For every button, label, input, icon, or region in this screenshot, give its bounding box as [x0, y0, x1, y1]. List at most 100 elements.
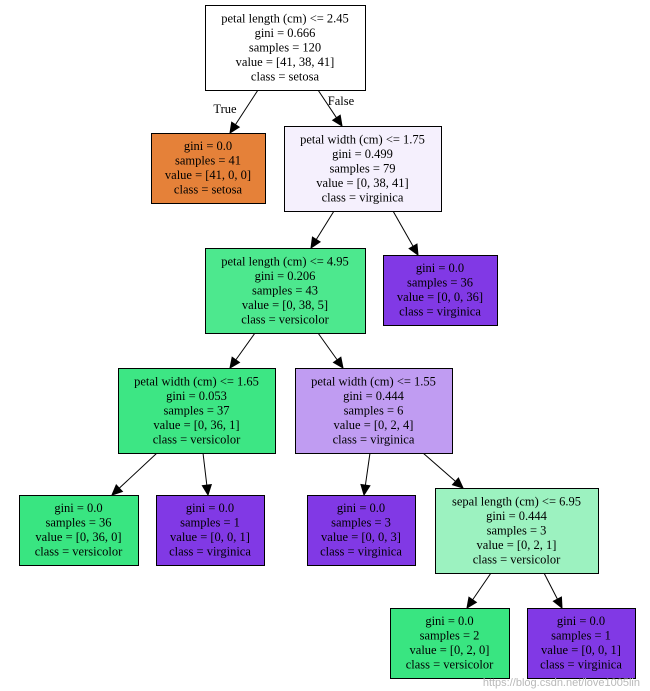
- node-text-line: petal length (cm) <= 4.95: [221, 254, 349, 268]
- edge-n0-n2: False: [317, 89, 355, 128]
- node-text-line: value = [0, 0, 1]: [541, 643, 621, 657]
- node-text-line: samples = 36: [407, 276, 473, 290]
- node-text-line: class = versicolor: [473, 552, 561, 566]
- node-text-line: samples = 3: [331, 516, 391, 530]
- arrowhead: [552, 596, 563, 610]
- node-box: [205, 5, 366, 91]
- node-box: [295, 368, 453, 454]
- edge-n0-n1: True: [213, 89, 259, 135]
- node-box: [390, 608, 510, 679]
- edge-label-true: True: [213, 102, 237, 116]
- node-text-line: value = [0, 0, 1]: [170, 530, 250, 544]
- node-text-line: gini = 0.0: [184, 139, 232, 153]
- arrowhead: [201, 483, 212, 497]
- node-text-line: gini = 0.0: [54, 501, 102, 515]
- node-text-line: value = [41, 38, 41]: [236, 55, 335, 69]
- node-text-line: class = virginica: [540, 658, 622, 672]
- arrowhead: [332, 356, 344, 369]
- node-text-line: samples = 120: [249, 40, 321, 54]
- edge-n3-n6: [317, 332, 344, 369]
- arrowhead: [451, 477, 464, 489]
- node-text-line: sepal length (cm) <= 6.95: [452, 494, 581, 508]
- node-text-line: value = [0, 2, 0]: [410, 643, 490, 657]
- node-text-line: class = setosa: [251, 69, 320, 83]
- edge-n2-n3: [310, 210, 335, 250]
- node-box: [118, 368, 276, 454]
- node-text-line: samples = 2: [420, 629, 480, 643]
- edge-line: [422, 452, 456, 482]
- edge-line: [202, 452, 208, 486]
- node-text-line: value = [0, 38, 41]: [316, 176, 408, 190]
- node-text-line: class = virginica: [322, 190, 404, 204]
- node-box: [307, 495, 416, 566]
- edge-line: [317, 332, 338, 361]
- node-text-line: class = virginica: [399, 305, 481, 319]
- node-text-line: samples = 3: [487, 523, 547, 537]
- node-text-line: class = virginica: [333, 432, 415, 446]
- node-text-line: samples = 79: [329, 161, 395, 175]
- node-text-line: class = versicolor: [406, 658, 494, 672]
- node-text-line: samples = 1: [551, 629, 611, 643]
- arrowhead: [229, 356, 241, 369]
- edge-n6-n10: [422, 452, 464, 489]
- edge-line: [317, 89, 337, 118]
- edge-n5-n8: [201, 452, 212, 497]
- arrowhead: [310, 236, 322, 250]
- node-text-line: samples = 43: [252, 283, 318, 297]
- node-box: [156, 495, 265, 566]
- node-text-line: petal width (cm) <= 1.75: [300, 132, 425, 146]
- arrowhead: [111, 483, 124, 496]
- node-text-line: value = [0, 36, 1]: [153, 418, 239, 432]
- node-text-line: gini = 0.053: [166, 389, 227, 403]
- node-box: [151, 133, 266, 204]
- edge-n6-n9: [360, 452, 371, 497]
- edge-line: [364, 452, 371, 486]
- node-box: [205, 248, 366, 334]
- node-text-line: gini = 0.444: [343, 389, 405, 403]
- edge-n3-n5: [229, 332, 256, 369]
- node-text-line: value = [41, 0, 0]: [165, 168, 251, 182]
- node-text-line: value = [0, 36, 0]: [35, 530, 121, 544]
- node-box: [435, 488, 599, 574]
- node-text-line: value = [0, 0, 36]: [397, 290, 483, 304]
- watermark-text: https://blog.csdn.net/love1005lin: [482, 677, 640, 689]
- node-text-line: gini = 0.444: [486, 509, 548, 523]
- node-text-line: gini = 0.666: [255, 26, 316, 40]
- edge-line: [543, 572, 558, 600]
- node-text-line: class = versicolor: [153, 432, 241, 446]
- node-text-line: class = virginica: [169, 545, 251, 559]
- node-text-line: petal width (cm) <= 1.65: [134, 374, 259, 388]
- edge-line: [472, 572, 492, 601]
- node-text-line: samples = 36: [45, 516, 111, 530]
- edge-line: [315, 210, 335, 240]
- edge-line: [392, 210, 414, 247]
- edge-n10-n11: [466, 572, 492, 610]
- node-box: [284, 126, 442, 212]
- edge-line: [235, 332, 256, 361]
- arrowhead: [360, 483, 371, 497]
- node-text-line: gini = 0.0: [337, 501, 385, 515]
- edge-n5-n7: [111, 452, 158, 496]
- node-text-line: gini = 0.0: [186, 501, 234, 515]
- node-text-line: gini = 0.0: [557, 614, 605, 628]
- node-text-line: gini = 0.0: [416, 261, 464, 275]
- node-text-line: petal width (cm) <= 1.55: [311, 374, 436, 388]
- node-text-line: class = virginica: [320, 545, 402, 559]
- arrowhead: [331, 114, 343, 128]
- node-text-line: value = [0, 0, 3]: [321, 530, 401, 544]
- node-text-line: value = [0, 2, 4]: [334, 418, 414, 432]
- node-text-line: samples = 41: [175, 154, 241, 168]
- node-text-line: class = setosa: [174, 183, 243, 197]
- node-text-line: value = [0, 2, 1]: [477, 538, 557, 552]
- node-text-line: gini = 0.206: [255, 269, 316, 283]
